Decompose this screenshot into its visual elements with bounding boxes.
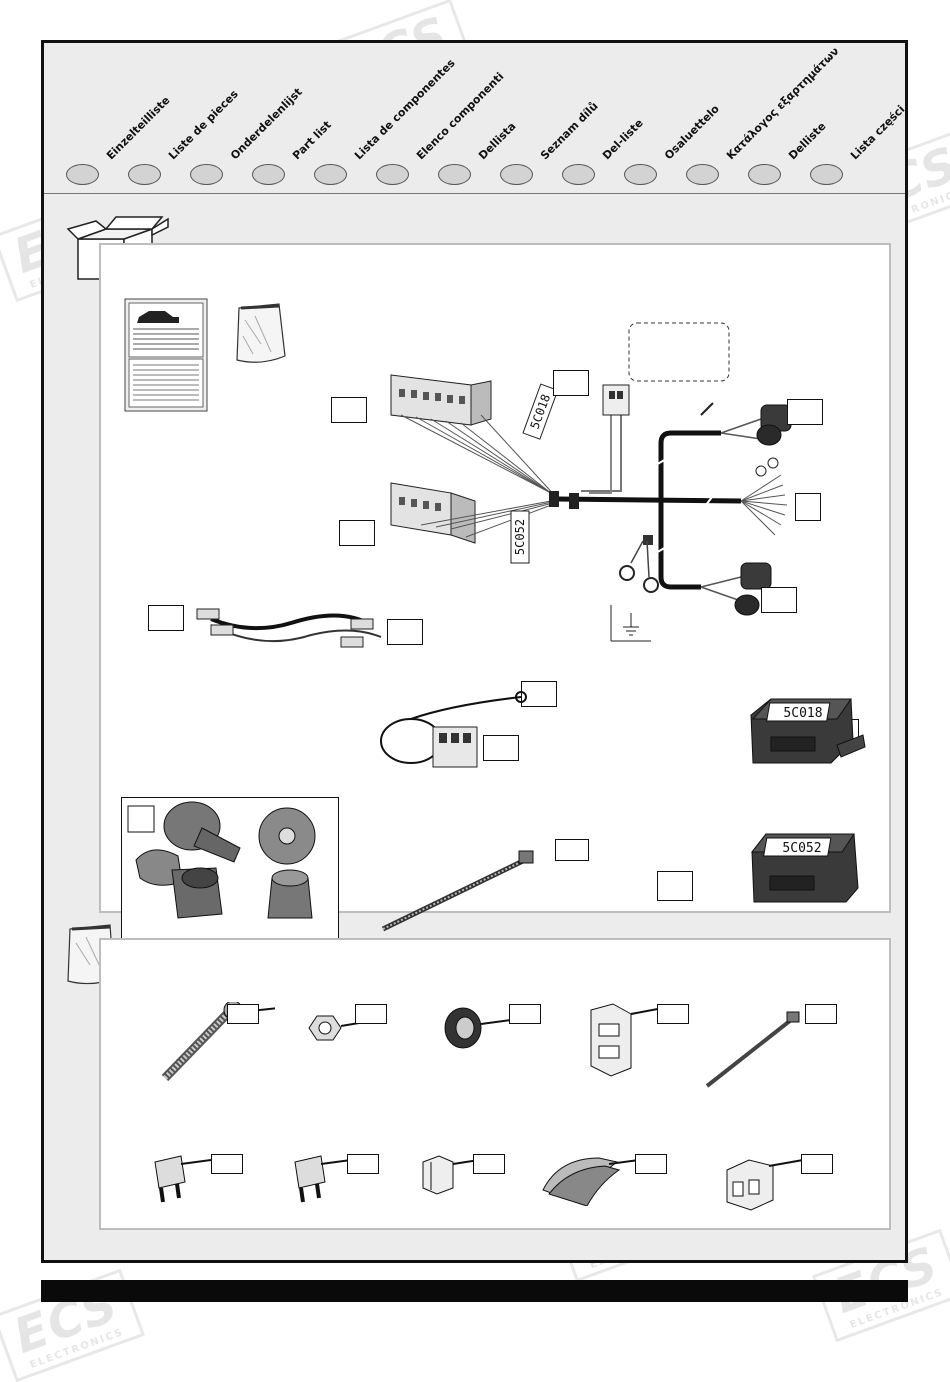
language-label: Delliste (786, 119, 829, 163)
adhesive-pad (542, 1157, 640, 1206)
fuse-holder (422, 1155, 479, 1195)
part-number-box (801, 1154, 833, 1174)
language-checkbox[interactable] (66, 164, 99, 185)
language-bar: Einzelteilliste Liste de pieces Onderdel… (44, 43, 908, 195)
part-number-box (795, 493, 821, 521)
part-number-box (339, 520, 375, 546)
harness-tag-5c052: 5C052 (513, 519, 527, 555)
kit-contents-panel: 5C018 5C052 (99, 243, 891, 940)
language-label: Lista części (848, 102, 908, 163)
language-divider (44, 193, 905, 194)
fuse (294, 1155, 351, 1203)
lamp-socket-upper (700, 402, 792, 446)
part-number-box (761, 587, 797, 613)
module-label-5c052: 5C052 (782, 841, 821, 856)
footer-bar (41, 1280, 908, 1302)
small-parts-panel (99, 938, 891, 1230)
part-number-box (635, 1154, 667, 1174)
ground-symbol-icon (610, 605, 651, 642)
part-number-box (355, 1004, 387, 1024)
lamp-socket-lower (700, 562, 772, 616)
cable-tie-small (705, 1011, 800, 1088)
language-label: Dellista (476, 119, 519, 163)
part-number-box (473, 1154, 505, 1174)
part-number-box (509, 1004, 541, 1024)
control-module-5c052: 5C052 (750, 833, 859, 903)
connector-block-16-pin (390, 374, 492, 426)
nut (308, 1015, 365, 1041)
part-number-box (227, 1004, 259, 1024)
connector-block-12-pin (390, 482, 476, 544)
part-number-box (805, 1004, 837, 1024)
extension-cable (196, 608, 382, 648)
part-number-box (483, 735, 519, 761)
language-label: Einzelteilliste (104, 93, 173, 163)
instruction-sheet (124, 298, 208, 412)
part-number-box (521, 681, 557, 707)
trailer-socket-box (121, 797, 339, 940)
part-number-box (387, 619, 423, 645)
main-wiring-harness: 5C018 5C052 (390, 322, 792, 642)
part-number-box (657, 1004, 689, 1024)
part-number-box (787, 399, 823, 425)
part-number-box (211, 1154, 243, 1174)
language-label: Del-liste (600, 116, 646, 163)
trailer-socket (127, 801, 316, 919)
module-label-5c018: 5C018 (783, 706, 822, 721)
language-checkbox[interactable] (190, 164, 223, 185)
language-label: Seznam dílů (538, 99, 601, 163)
page-frame: Einzelteilliste Liste de pieces Onderdel… (41, 40, 908, 1263)
language-label: Lista de componentes (352, 56, 458, 163)
relay-connector (726, 1159, 804, 1211)
language-label: Osaluettelo (662, 102, 722, 163)
language-checkbox[interactable] (252, 164, 285, 185)
rubber-grommet (444, 1007, 512, 1049)
language-checkbox[interactable] (686, 164, 719, 185)
language-checkbox[interactable] (624, 164, 657, 185)
language-label: Part list (290, 118, 334, 163)
part-number-box (657, 871, 693, 901)
language-checkbox[interactable] (314, 164, 347, 185)
part-number-box (148, 605, 184, 631)
part-number-box (555, 839, 589, 861)
language-checkbox[interactable] (376, 164, 409, 185)
part-number-box (553, 370, 589, 396)
language-checkbox[interactable] (128, 164, 161, 185)
cable-tie (381, 850, 534, 932)
language-checkbox[interactable] (562, 164, 595, 185)
part-number-box (331, 397, 367, 423)
language-checkbox[interactable] (810, 164, 843, 185)
control-module-5c018: 5C018 (750, 698, 866, 764)
language-checkbox[interactable] (500, 164, 533, 185)
fuse (154, 1155, 211, 1203)
cable-with-connector (380, 691, 527, 768)
part-number-box (347, 1154, 379, 1174)
mounting-clip (590, 1003, 664, 1077)
language-checkbox[interactable] (438, 164, 471, 185)
language-checkbox[interactable] (748, 164, 781, 185)
bag-icon (236, 303, 286, 363)
language-label: Κατάλογος εξαρτημάτων (724, 44, 842, 163)
